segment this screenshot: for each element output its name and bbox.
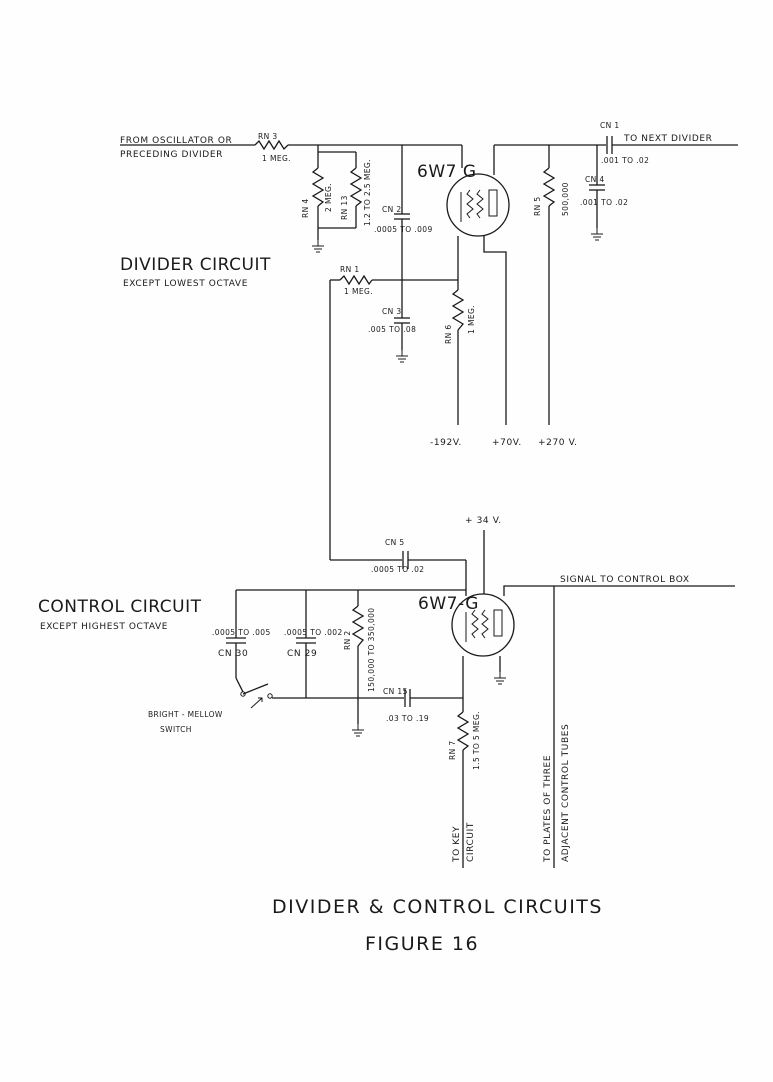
voltage-minus-192: -192V. [430, 438, 462, 448]
cn5-value: .0005 TO .02 [371, 565, 424, 574]
ground-icon [351, 723, 365, 737]
cn3-label: CN 3 [382, 307, 402, 316]
control-circuit: + 34 V. CN 5 .0005 TO .02 6W7-G SIGNAL T… [38, 516, 735, 868]
cn5-label: CN 5 [385, 538, 405, 547]
rn5-resistor [542, 167, 556, 207]
key-label-1: TO KEY [452, 826, 462, 863]
rn7-value: 1.5 TO 5 MEG. [472, 711, 481, 770]
rn6-value: 1 MEG. [467, 305, 476, 334]
divider-subheading: EXCEPT LOWEST OCTAVE [123, 279, 248, 289]
rn5-label: RN 5 [533, 196, 542, 216]
ground-icon [590, 227, 604, 241]
input-label-1: FROM OSCILLATOR OR [120, 136, 232, 146]
voltage-plus-70: +70V. [492, 438, 522, 448]
rn1-label: RN 1 [340, 265, 360, 274]
cn29-label: CN 29 [287, 649, 317, 659]
rn2-resistor [351, 605, 365, 647]
control-subheading: EXCEPT HIGHEST OCTAVE [40, 622, 168, 632]
cn4-label: CN 4 [585, 175, 605, 184]
page-title: DIVIDER & CONTROL CIRCUITS [272, 896, 603, 918]
control-tube-label: 6W7-G [418, 594, 479, 614]
control-heading: CONTROL CIRCUIT [38, 597, 202, 617]
rn4-resistor [311, 167, 325, 207]
cn1-value: .001 TO .02 [601, 156, 649, 165]
rn13-resistor [349, 167, 363, 207]
plates-label-2: ADJACENT CONTROL TUBES [561, 724, 571, 862]
signal-label: SIGNAL TO CONTROL BOX [560, 575, 690, 585]
key-label-2: CIRCUIT [466, 822, 476, 862]
rn7-resistor [456, 711, 470, 751]
rn1-resistor [339, 274, 373, 286]
rn13-value: 1.2 TO 2.5 MEG. [363, 159, 372, 226]
rn5-value: 500,000 [561, 182, 570, 216]
rn3-resistor [254, 139, 289, 151]
rn2-value: 150,000 TO 350,000 [367, 608, 376, 692]
ground-icon [493, 671, 507, 685]
switch-label-1: BRIGHT - MELLOW [148, 710, 223, 719]
cn2-label: CN 2 [382, 205, 402, 214]
divider-heading: DIVIDER CIRCUIT [120, 255, 271, 275]
rn6-resistor [451, 289, 465, 331]
plates-label-1: TO PLATES OF THREE [543, 755, 553, 863]
tube-6w7g-divider [446, 173, 510, 237]
voltage-plus-270: +270 V. [538, 438, 578, 448]
rn3-label: RN 3 [258, 132, 278, 141]
rn13-label: RN 13 [340, 195, 349, 220]
cn15-label: CN 15 [383, 687, 408, 696]
rn3-value: 1 MEG. [262, 154, 291, 163]
rn7-label: RN 7 [448, 740, 457, 760]
cn1-label: CN 1 [600, 121, 620, 130]
supply-voltage: + 34 V. [465, 516, 502, 526]
tube-6w7g-control [451, 593, 515, 657]
rn6-label: RN 6 [444, 324, 453, 344]
input-label-2: PRECEDING DIVIDER [120, 150, 223, 160]
ground-icon [395, 349, 409, 363]
rn2-label: RN 2 [343, 630, 352, 650]
cn3-value: .005 TO .08 [368, 325, 416, 334]
cn2-value: .0005 TO .009 [374, 225, 433, 234]
cn30-label: CN 30 [218, 649, 248, 659]
divider-circuit: FROM OSCILLATOR OR PRECEDING DIVIDER RN … [120, 121, 738, 560]
switch-label-2: SWITCH [160, 725, 192, 734]
figure-number: FIGURE 16 [365, 933, 479, 955]
cn30-value: .0005 TO .005 [212, 628, 271, 637]
rn1-value: 1 MEG. [344, 287, 373, 296]
ground-icon [311, 239, 325, 253]
cn29-value: .0005 TO .002 [284, 628, 343, 637]
cn15-value: .03 TO .19 [386, 714, 429, 723]
cn4-value: .001 TO .02 [580, 198, 628, 207]
rn4-value: 2 MEG. [324, 183, 333, 212]
output-label: TO NEXT DIVIDER [623, 134, 713, 144]
rn4-label: RN 4 [301, 198, 310, 218]
divider-tube-label: 6W7 G [417, 162, 477, 182]
